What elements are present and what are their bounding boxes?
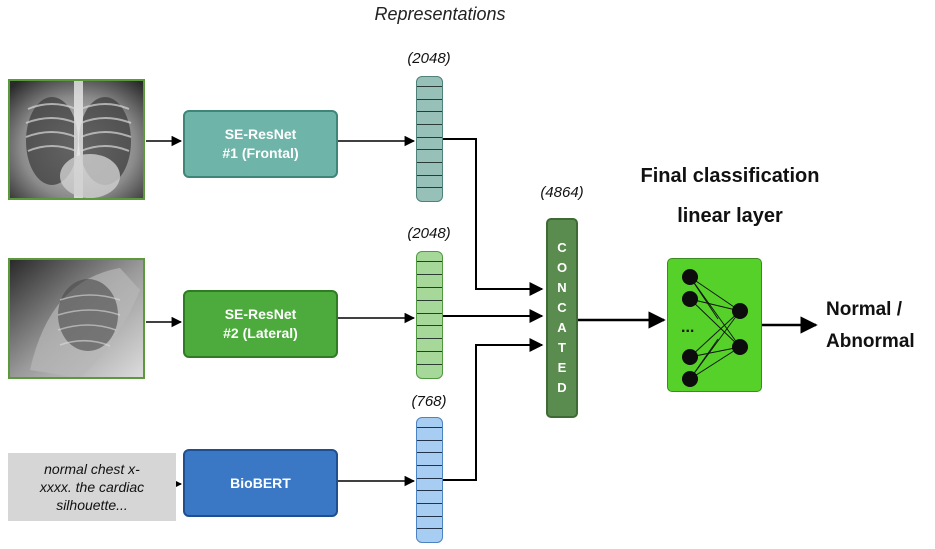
vector-cell [417, 125, 442, 138]
vector-cell [417, 87, 442, 100]
vector-cell [417, 441, 442, 454]
representation-vector-lateral [416, 251, 443, 379]
linear-layer-box: ... [667, 258, 762, 392]
concat-letter: O [556, 260, 568, 275]
vector-cell [417, 339, 442, 353]
vector-cell [417, 453, 442, 466]
concat-letter: N [557, 280, 567, 295]
vector-cell [417, 466, 442, 479]
se-resnet-frontal-box: SE-ResNet #1 (Frontal) [183, 110, 338, 178]
vector-cell [417, 138, 442, 151]
concat-letter: D [557, 380, 567, 395]
lateral-xray-image [8, 258, 145, 379]
vector-cell [417, 352, 442, 365]
vector-cap [417, 418, 442, 428]
frontal-xray-image [8, 79, 145, 200]
vector-cell [417, 163, 442, 176]
representation-vector-frontal [416, 76, 443, 202]
report-text: normal chest x- xxxx. the cardiac silhou… [39, 461, 145, 513]
vector-cell [417, 479, 442, 492]
vector-cell [417, 288, 442, 301]
vector-cap [417, 77, 442, 87]
vector-cell [417, 428, 442, 441]
concat-letter: A [557, 320, 567, 335]
se-resnet-lateral-label: SE-ResNet #2 (Lateral) [223, 306, 298, 341]
vector-cell [417, 301, 442, 314]
se-resnet-frontal-label: SE-ResNet #1 (Frontal) [222, 126, 299, 161]
vector-cell [417, 100, 442, 113]
dim-label-concat: (4864) [540, 184, 584, 201]
se-resnet-lateral-box: SE-ResNet #2 (Lateral) [183, 290, 338, 358]
dim-label-lateral: (2048) [407, 225, 451, 242]
concat-letter: T [558, 340, 566, 355]
concat-letter: C [557, 300, 567, 315]
vector-cell [417, 150, 442, 163]
vector-cell [417, 517, 442, 530]
vector-cell [417, 176, 442, 189]
dim-label-frontal: (2048) [407, 50, 451, 67]
vector-cap [417, 252, 442, 262]
final-classification-title: Final classification linear layer [640, 165, 820, 227]
vector-cell [417, 112, 442, 125]
vector-cell [417, 314, 442, 327]
arrow-vec3-to-concat [443, 338, 544, 481]
arrow-vec1-to-concat [443, 138, 544, 296]
hidden-units-ellipsis: ... [681, 319, 694, 336]
vector-cell [417, 504, 442, 517]
biobert-box: BioBERT [183, 449, 338, 517]
dim-label-bert: (768) [411, 393, 447, 410]
neural-network-icon: ... [681, 269, 748, 387]
representation-vector-bert [416, 417, 443, 543]
representations-title: Representations [374, 4, 506, 24]
vector-cell [417, 275, 442, 288]
vector-cell [417, 326, 442, 340]
concat-letter: C [557, 240, 567, 255]
vector-cell [417, 491, 442, 504]
biobert-label: BioBERT [230, 474, 291, 491]
concat-letter: E [557, 360, 567, 375]
output-label: Normal / Abnormal [826, 299, 915, 352]
vector-cell [417, 262, 442, 275]
report-text-snippet: normal chest x- xxxx. the cardiac silhou… [8, 453, 176, 521]
